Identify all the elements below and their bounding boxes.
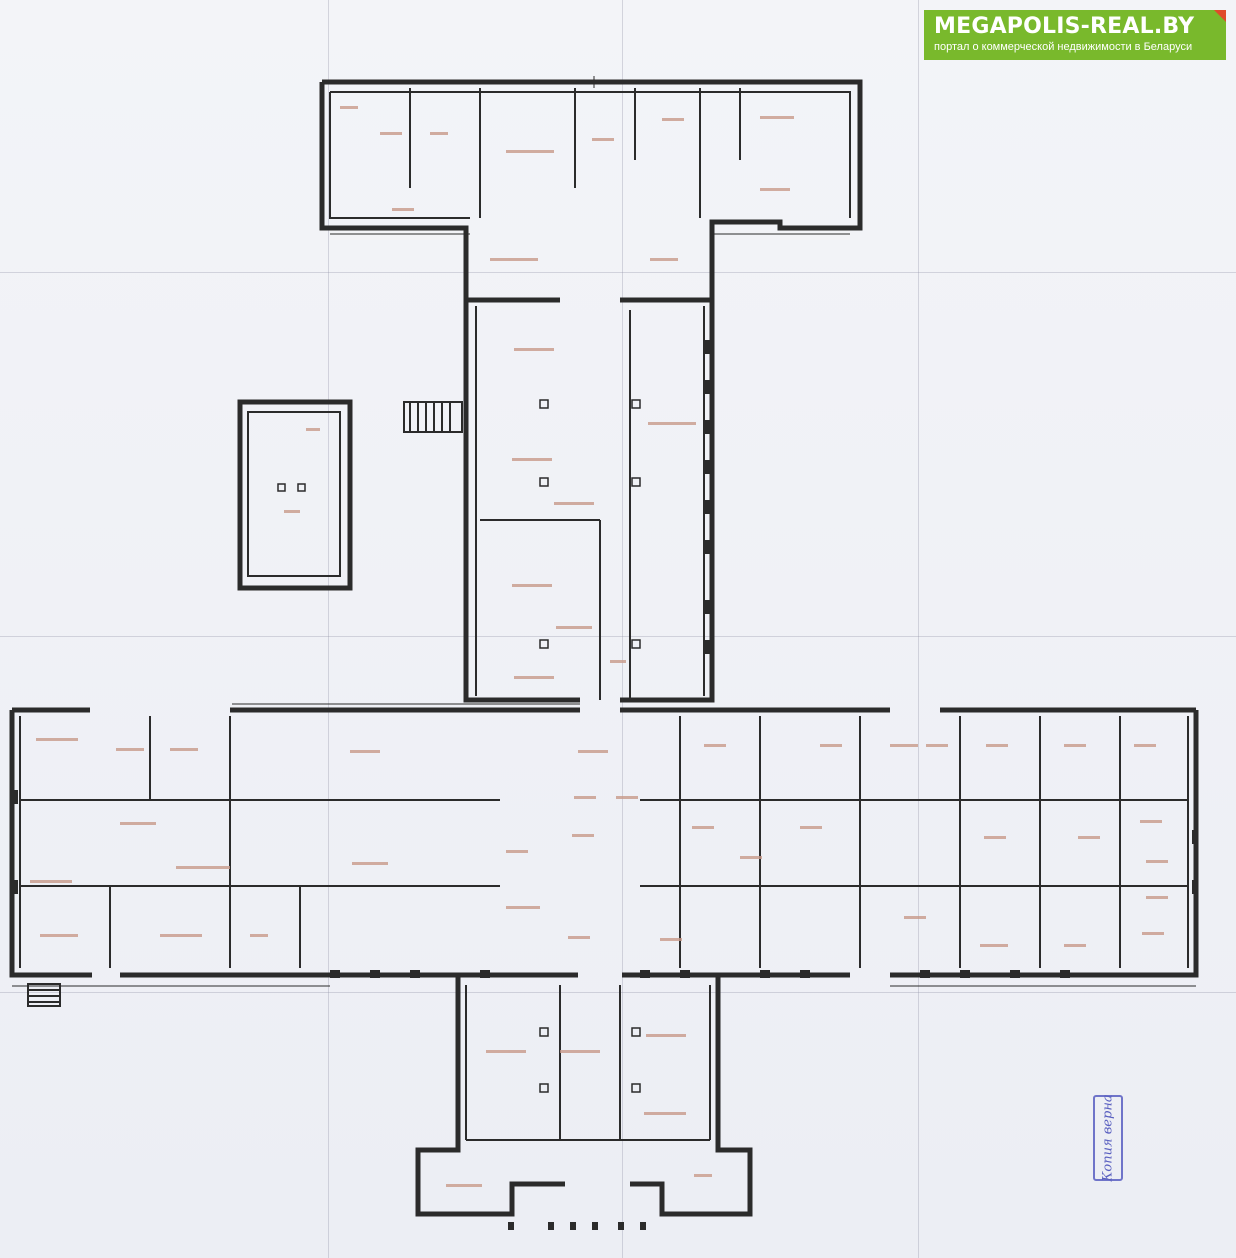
- brand-name: MEGAPOLIS-REAL.BY: [934, 14, 1195, 39]
- fold-line: [0, 992, 1236, 993]
- brand-tagline: портал о коммерческой недвижимости в Бел…: [934, 41, 1193, 53]
- stairs: [27, 401, 463, 1007]
- inner-walls: [19, 88, 1189, 1141]
- banner-corner-icon: [1214, 10, 1226, 22]
- fold-line: [0, 636, 1236, 637]
- fold-line: [0, 272, 1236, 273]
- columns: [277, 399, 641, 1093]
- room-labels: [30, 106, 1168, 1187]
- dimension-ticks: [12, 76, 1196, 987]
- certified-copy-stamp: Копия верна: [1093, 1094, 1123, 1182]
- fold-line: [622, 0, 623, 1258]
- stamp-text: Копия верна: [1100, 1094, 1116, 1182]
- fold-line: [918, 0, 919, 1258]
- outer-walls: [9, 79, 1199, 1217]
- site-banner[interactable]: MEGAPOLIS-REAL.BY портал о коммерческой …: [924, 10, 1226, 60]
- fold-line: [328, 0, 329, 1258]
- window-marks: [12, 340, 1198, 1230]
